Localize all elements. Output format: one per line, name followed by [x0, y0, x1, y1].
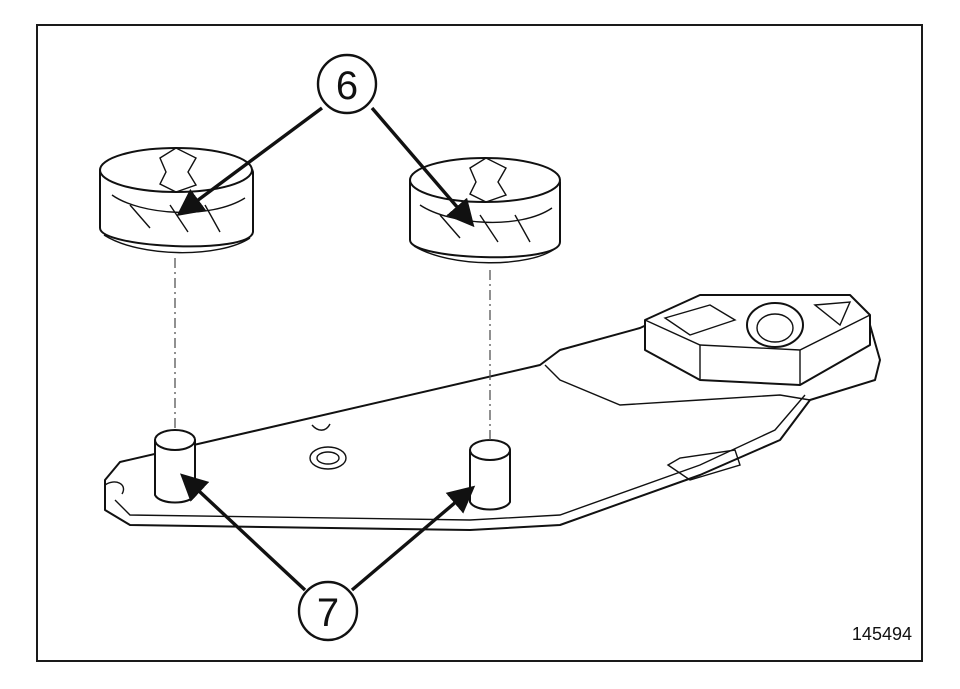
callout-7-arrow-left — [180, 473, 307, 592]
reference-number: 145494 — [851, 624, 912, 644]
callout-6: 6 — [316, 53, 378, 115]
pin-left — [154, 429, 196, 504]
pin-right — [469, 439, 511, 511]
callout-7: 7 — [297, 580, 359, 642]
callout-6-arrow-left — [176, 106, 324, 217]
mounting-plate — [104, 294, 881, 531]
callout-7-label: 7 — [317, 591, 339, 635]
callout-6-arrow-right — [370, 106, 475, 228]
callout-7-arrow-right — [350, 485, 476, 592]
callout-6-label: 6 — [336, 64, 358, 108]
figure-frame — [36, 24, 923, 662]
cap-left — [99, 147, 254, 254]
cap-right — [409, 157, 561, 264]
